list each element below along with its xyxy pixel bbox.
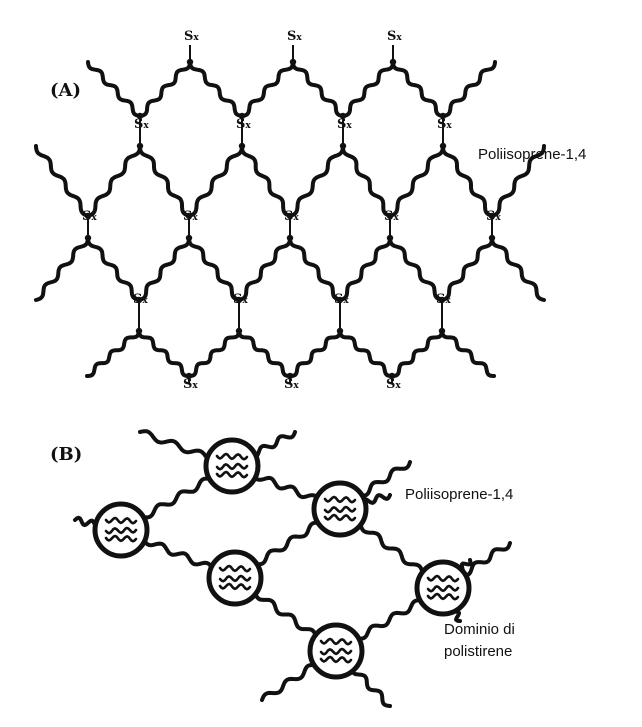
junction-dot [286, 234, 294, 242]
junction-dot [235, 296, 243, 304]
polystyrene-domain [92, 501, 150, 559]
crosslink-label: Sx [236, 117, 251, 132]
polystyrene-domains [92, 437, 472, 680]
polystyrene-inner-chain [323, 505, 357, 514]
junction-dot [336, 327, 344, 335]
junction-dot [136, 142, 144, 150]
polystyrene-inner-chain [218, 582, 252, 591]
junction-dot [185, 372, 193, 380]
polystyrene-inner-chain [215, 452, 249, 461]
junction-dot [439, 142, 447, 150]
polystyrene-domain [311, 480, 369, 538]
polystyrene-inner-chain [218, 574, 252, 583]
crosslink-label: Sx [134, 117, 149, 132]
junction-dot [286, 372, 294, 380]
junction-dot [389, 58, 397, 66]
junction-dot [488, 212, 496, 220]
polystyrene-inner-chain [215, 462, 249, 471]
junction-dot [185, 212, 193, 220]
panel-b-label: (B) [50, 444, 82, 465]
polystyrene-inner-chain [426, 574, 460, 583]
domain-label-line1: Dominio di [444, 621, 515, 638]
junction-dot [438, 296, 446, 304]
junction-dot [289, 58, 297, 66]
crosslink-label: Sx [337, 117, 352, 132]
polyisoprene-chain [85, 329, 496, 378]
domain-label-line2: polistirene [444, 643, 512, 660]
junction-dot [185, 234, 193, 242]
polystyrene-inner-chain [104, 526, 138, 535]
junction-dot [488, 234, 496, 242]
polyisoprene-chain [34, 236, 546, 302]
polystyrene-inner-chain [319, 655, 353, 664]
crosslink-label: Sx [386, 377, 401, 392]
polystyrene-inner-chain [104, 534, 138, 543]
junction-dot [336, 296, 344, 304]
junction-dot [186, 58, 194, 66]
polyisoprene-chain [86, 60, 497, 118]
panel-a-label: (A) [50, 80, 81, 101]
crosslink-label: Sx [233, 292, 248, 307]
junction-dot [238, 112, 246, 120]
junction-dot [286, 212, 294, 220]
crosslink-label: Sx [184, 29, 199, 44]
crosslink-label: Sx [183, 209, 198, 224]
polystyrene-inner-chain [323, 513, 357, 522]
panel-a-polymer-label: Poliisoprene-1,4 [478, 146, 586, 163]
junction-dot [439, 112, 447, 120]
polystyrene-domain [414, 559, 472, 617]
crosslink-label: Sx [334, 292, 349, 307]
crosslink-label: Sx [437, 117, 452, 132]
junction-dot [386, 234, 394, 242]
polystyrene-inner-chain [426, 584, 460, 593]
crosslink-label: Sx [287, 29, 302, 44]
crosslink-label: Sx [436, 292, 451, 307]
polystyrene-inner-chain [218, 564, 252, 573]
junction-dot [235, 327, 243, 335]
polystyrene-inner-chain [104, 516, 138, 525]
polystyrene-domain [206, 549, 264, 607]
junction-dot [388, 372, 396, 380]
sulfur-crosslinks [87, 45, 493, 384]
junction-dot [84, 234, 92, 242]
crosslink-junction-dots [84, 58, 496, 380]
junction-dot [84, 212, 92, 220]
crosslink-label: Sx [82, 209, 97, 224]
polystyrene-inner-chain [426, 592, 460, 601]
junction-dot [386, 212, 394, 220]
polystyrene-domain [203, 437, 261, 495]
crosslink-label: Sx [387, 29, 402, 44]
crosslink-label: Sx [183, 377, 198, 392]
junction-dot [135, 327, 143, 335]
crosslink-label: Sx [486, 209, 501, 224]
crosslink-label: Sx [133, 292, 148, 307]
polystyrene-inner-chain [323, 495, 357, 504]
panel-b-thermoplastic-elastomer: (B) Poliisoprene-1,4 Dominio di polistir… [50, 429, 515, 708]
panel-b-polymer-label: Poliisoprene-1,4 [405, 486, 513, 503]
polystyrene-inner-chain [319, 637, 353, 646]
polystyrene-inner-chain [319, 647, 353, 656]
junction-dot [438, 327, 446, 335]
junction-dot [339, 142, 347, 150]
polystyrene-domain [307, 622, 365, 680]
junction-dot [238, 142, 246, 150]
polyisoprene-chain [34, 144, 546, 218]
junction-dot [135, 296, 143, 304]
polystyrene-inner-chain [215, 470, 249, 479]
junction-dot [339, 112, 347, 120]
crosslink-label: Sx [284, 209, 299, 224]
crosslink-label: Sx [284, 377, 299, 392]
junction-dot [136, 112, 144, 120]
crosslink-label: Sx [384, 209, 399, 224]
